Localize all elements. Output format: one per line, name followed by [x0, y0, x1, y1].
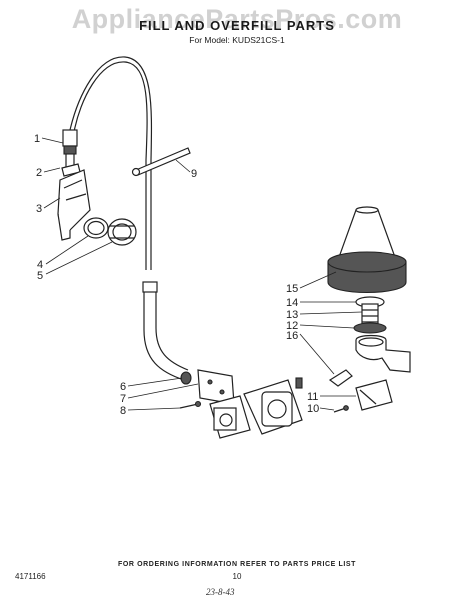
- callout-16: 16: [286, 330, 298, 342]
- fill-valve-body[interactable]: [209, 377, 303, 439]
- part-1-inlet-fitting[interactable]: [62, 129, 78, 169]
- part-8-screw[interactable]: [179, 400, 202, 409]
- callout-3: 3: [36, 203, 42, 215]
- fill-hose-inner: [69, 56, 153, 270]
- part-16-bracket[interactable]: [355, 334, 411, 373]
- callout-11: 11: [307, 391, 318, 403]
- handwritten-note: 23-8-43: [206, 587, 235, 597]
- document-number: 4171166: [15, 572, 46, 581]
- callout-5: 5: [37, 270, 43, 282]
- callout-4: 4: [37, 259, 43, 271]
- actuator-lever[interactable]: [328, 369, 353, 387]
- fill-hose[interactable]: [73, 61, 148, 270]
- callout-15: 15: [286, 283, 298, 295]
- leader-lines: [41, 137, 363, 411]
- part-10-screws[interactable]: [333, 405, 349, 413]
- hose-clamp: [142, 281, 158, 293]
- callout-1: 1: [34, 133, 40, 145]
- callout-13: 13: [286, 309, 298, 321]
- callout-14: 14: [286, 297, 298, 309]
- callout-10: 10: [307, 403, 319, 415]
- part-3-fill-funnel[interactable]: [57, 169, 91, 241]
- part-9-tie-strap[interactable]: [131, 147, 191, 177]
- fill-hose-lower[interactable]: [143, 290, 185, 381]
- callout-8: 8: [120, 405, 126, 417]
- model-label: For Model: KUDS21CS-1: [189, 35, 285, 45]
- part-11-overfill-switch[interactable]: [355, 379, 393, 411]
- ordering-note: FOR ORDERING INFORMATION REFER TO PARTS …: [117, 561, 357, 568]
- part-6-hose-clamp[interactable]: [180, 371, 192, 385]
- callout-7: 7: [120, 393, 126, 405]
- callout-12: 12: [286, 320, 298, 332]
- page-number: 10: [232, 572, 242, 581]
- callout-9: 9: [191, 168, 197, 180]
- callout-6: 6: [120, 381, 126, 393]
- callout-2: 2: [36, 167, 42, 179]
- page-title: FILL AND OVERFILL PARTS: [139, 18, 335, 33]
- callout-labels: 1 2 3 4 5 6 7 8 9 10 11 12 13 14 15 16: [34, 133, 319, 417]
- part-15-float[interactable]: [327, 206, 407, 293]
- part-12-gasket[interactable]: [353, 322, 387, 334]
- part-4-gasket[interactable]: [83, 217, 109, 239]
- part-5-nut[interactable]: [107, 218, 137, 246]
